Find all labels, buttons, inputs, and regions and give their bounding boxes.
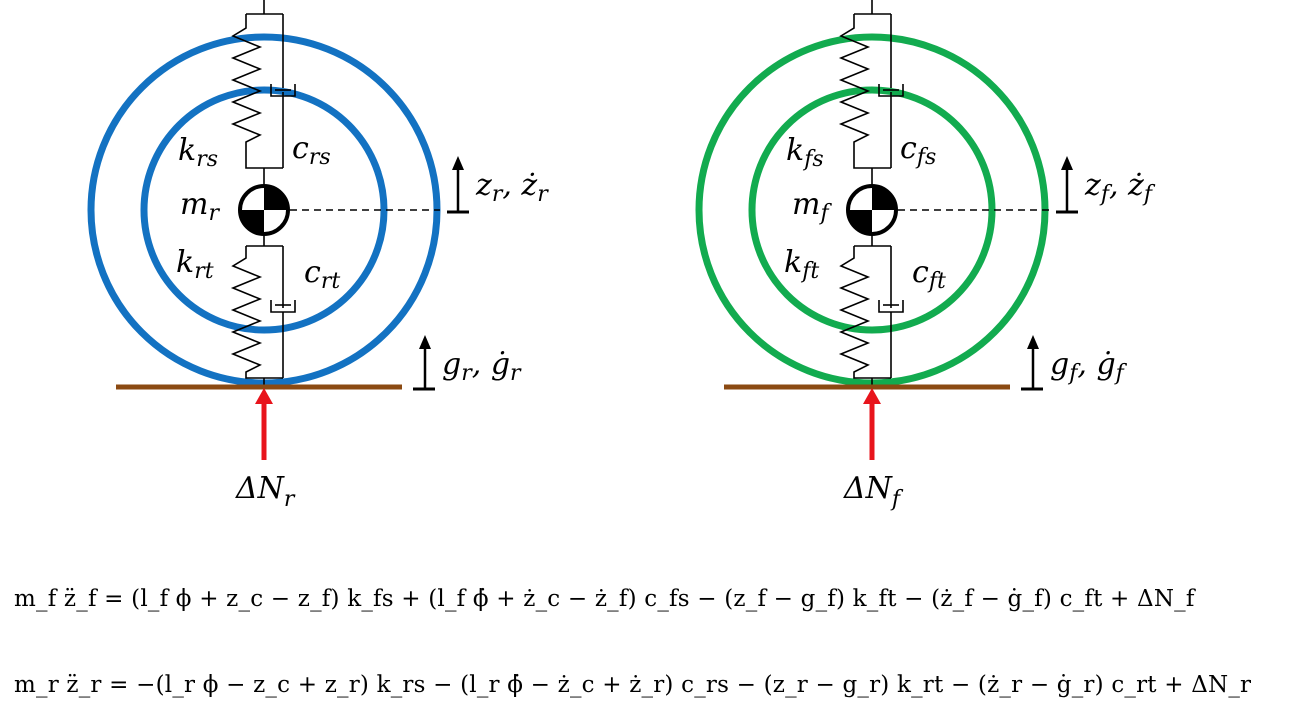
front-spring-s-label: kfs: [786, 133, 824, 172]
rear-spring-t-label: krt: [176, 245, 214, 284]
rear-equation-of-motion: m_r z̈_r = −(l_r ϕ − z_c + z_r) k_rs − (…: [14, 672, 1252, 698]
rear-tire-damper: [270, 246, 296, 378]
front-road-label: gf, ġf: [1050, 347, 1128, 386]
rear-displacement-arrow: [447, 156, 469, 214]
front-displacement-label: zf, żf: [1084, 168, 1156, 207]
front-mass-label: mf: [792, 187, 832, 226]
front-damper-t-label: cft: [912, 255, 946, 294]
front-equation-of-motion: m_f z̈_f = (l_f ϕ + z_c − z_f) k_fs + (l…: [14, 586, 1195, 612]
rear-force-arrow: [255, 388, 273, 460]
rear-mass-label: mr: [180, 187, 220, 226]
rear-force-label: ΔNr: [235, 471, 296, 512]
front-spring-t-label: kft: [784, 245, 819, 284]
rear-tire-spring: [230, 246, 283, 379]
front-force-label: ΔNf: [843, 471, 904, 512]
rear-displacement-label: zr, żr: [475, 168, 549, 207]
rear-spring-s-label: krs: [178, 133, 218, 172]
front-mass-symbol: [846, 184, 898, 236]
rear-suspension-damper: [270, 14, 296, 168]
front-rim-inner-circle: [748, 86, 996, 334]
rear-road-label: gr, ġr: [442, 347, 522, 386]
rear-road-arrow: [413, 335, 435, 391]
front-displacement-arrow: [1056, 156, 1078, 214]
front-road-arrow: [1021, 335, 1043, 391]
rear-damper-s-label: crs: [292, 131, 331, 170]
rear-rim-inner-circle: [140, 86, 388, 334]
front-suspension-spring: [838, 14, 891, 169]
front-damper-s-label: cfs: [900, 131, 936, 170]
front-wheel-assembly: kfs cfs mf kft cft zf, żf gf, ġf ΔNf: [695, 0, 1156, 512]
front-force-arrow: [863, 388, 881, 460]
rear-suspension-spring: [230, 14, 283, 169]
front-tire-spring: [838, 246, 891, 379]
front-tire-damper: [878, 246, 904, 378]
front-suspension-damper: [878, 14, 904, 168]
rear-damper-t-label: crt: [304, 255, 340, 294]
rear-mass-symbol: [238, 184, 290, 236]
rear-wheel-assembly: krs crs mr krt crt zr, żr gr, ġr ΔNr: [87, 0, 549, 512]
